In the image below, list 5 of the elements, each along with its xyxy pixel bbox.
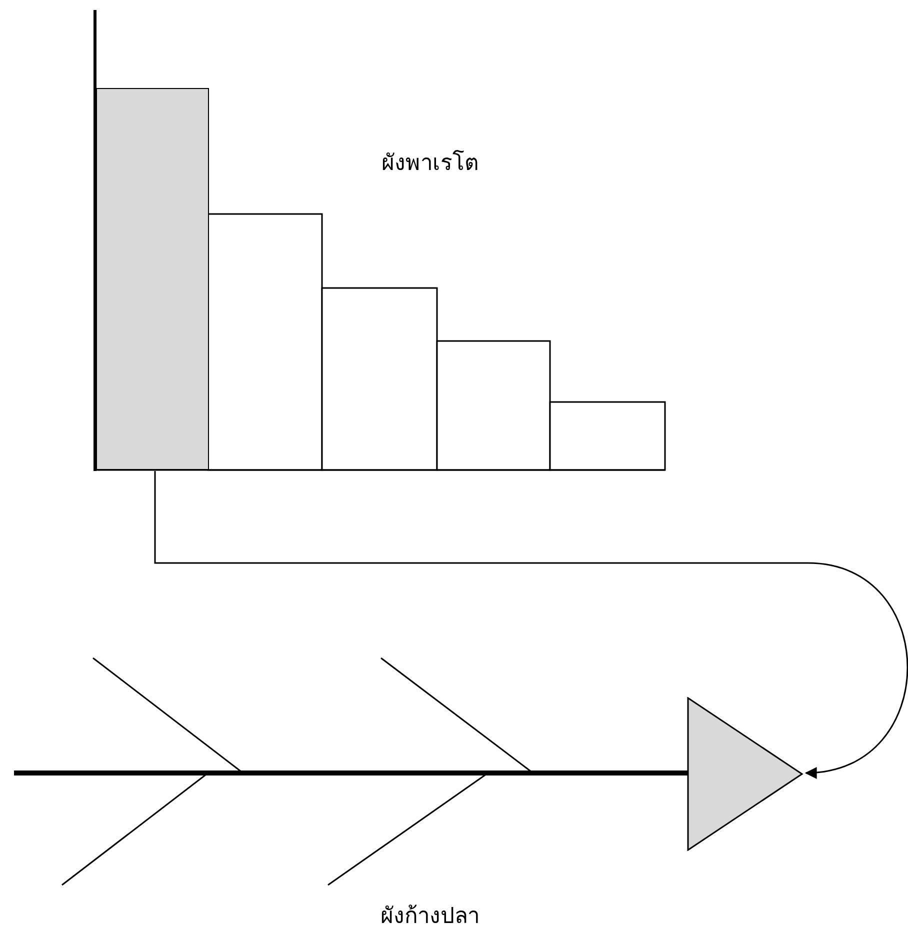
- chart-bar: [96, 88, 209, 470]
- connector-arrow: [154, 471, 908, 778]
- diagram-caption: ผังก้างปลา: [380, 902, 480, 930]
- chart-caption: ผังพาเรโต: [382, 149, 478, 177]
- fish-head-triangle: [687, 697, 804, 851]
